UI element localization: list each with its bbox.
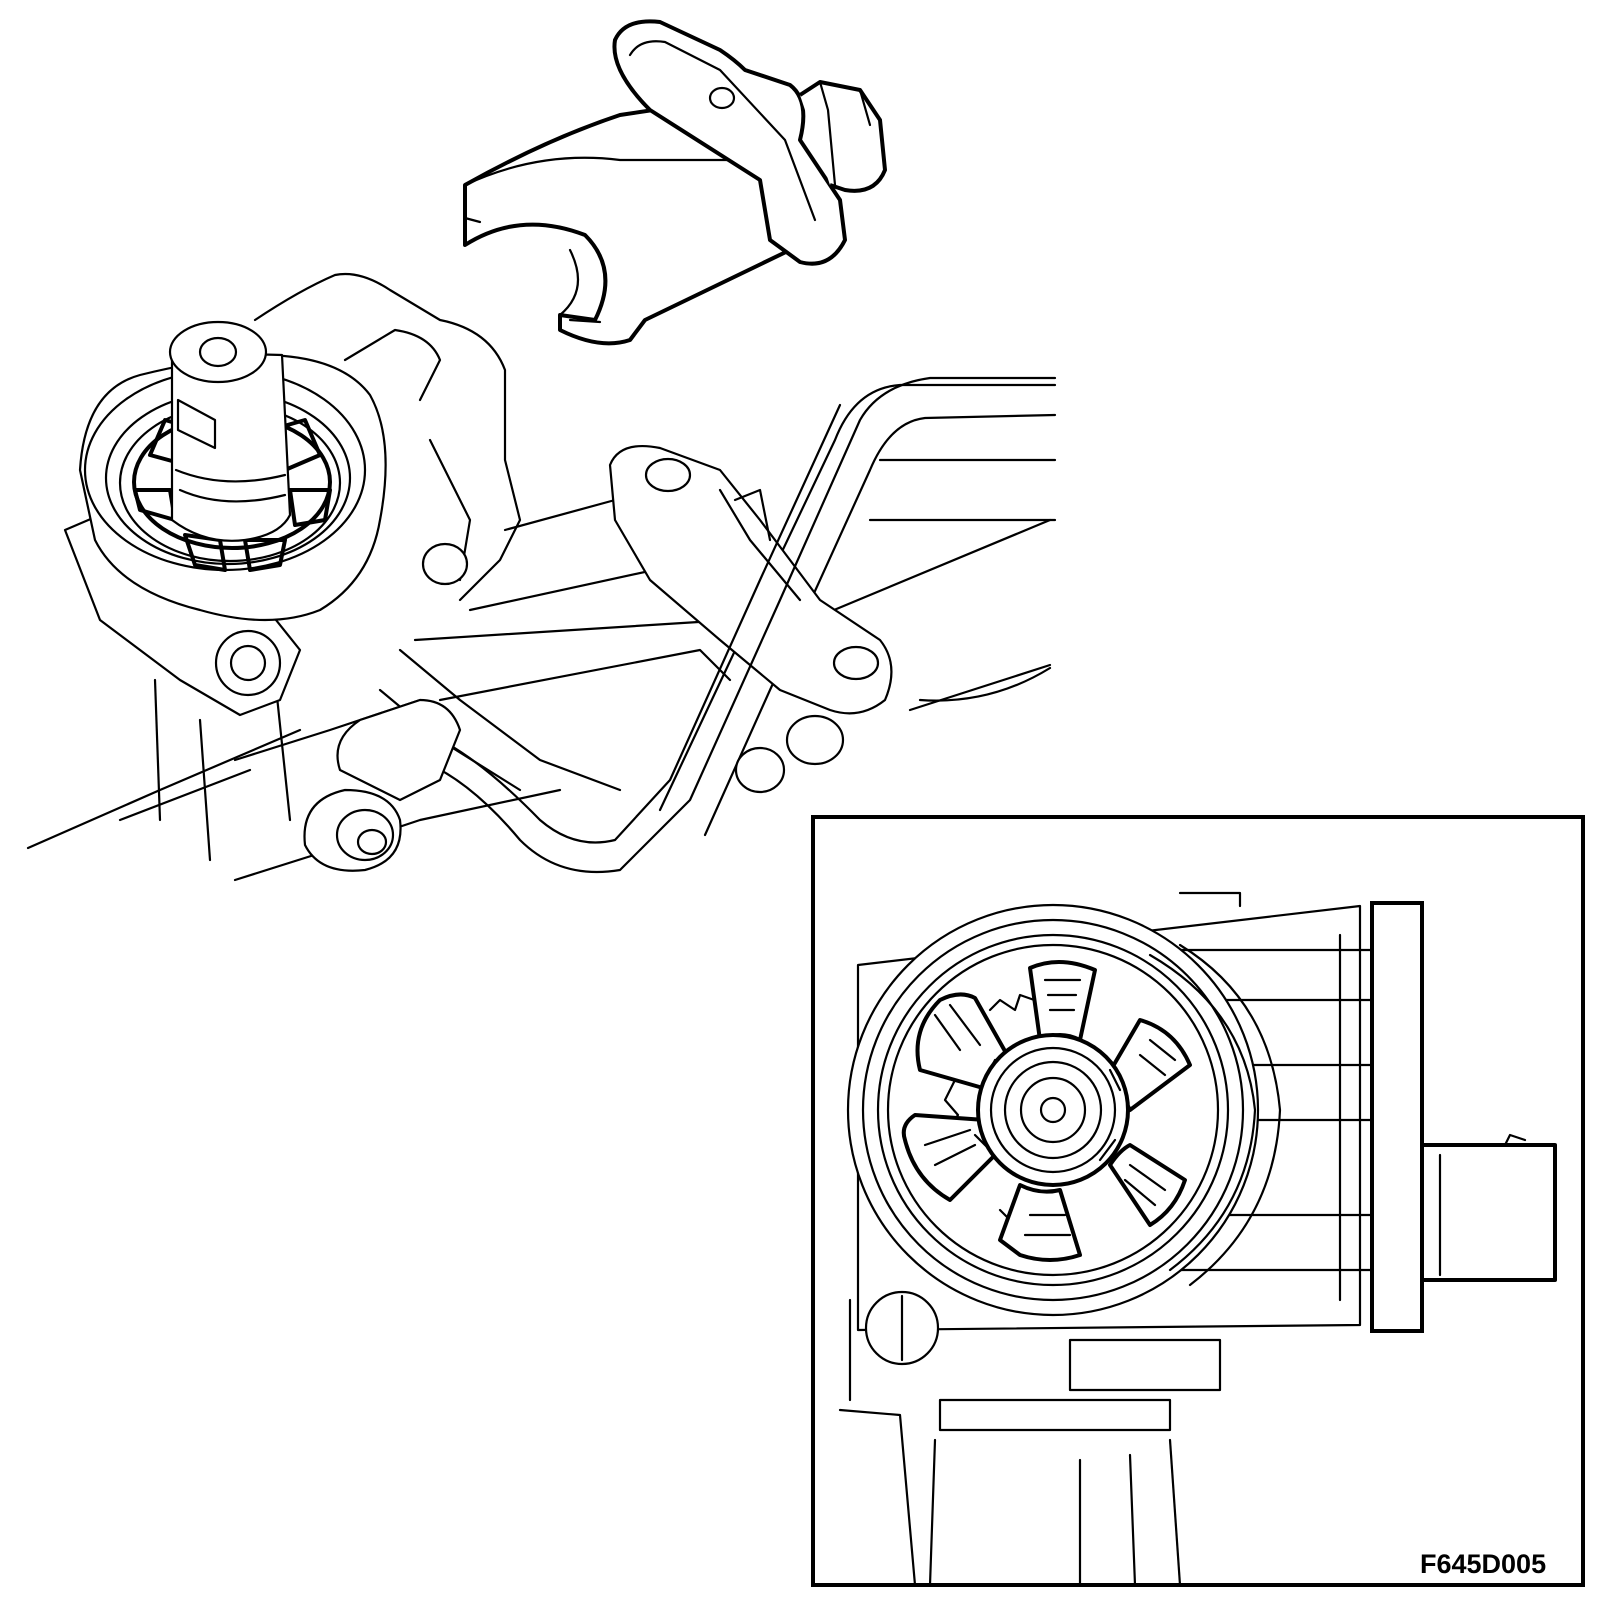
steering-angle-sensor — [463, 19, 887, 346]
hydraulic-pipe — [303, 376, 1057, 874]
detail-inset — [811, 815, 1585, 1587]
pinion-housing — [78, 320, 387, 622]
mounting-bracket — [608, 444, 893, 794]
figure-code-label: F645D005 — [1420, 1549, 1547, 1579]
